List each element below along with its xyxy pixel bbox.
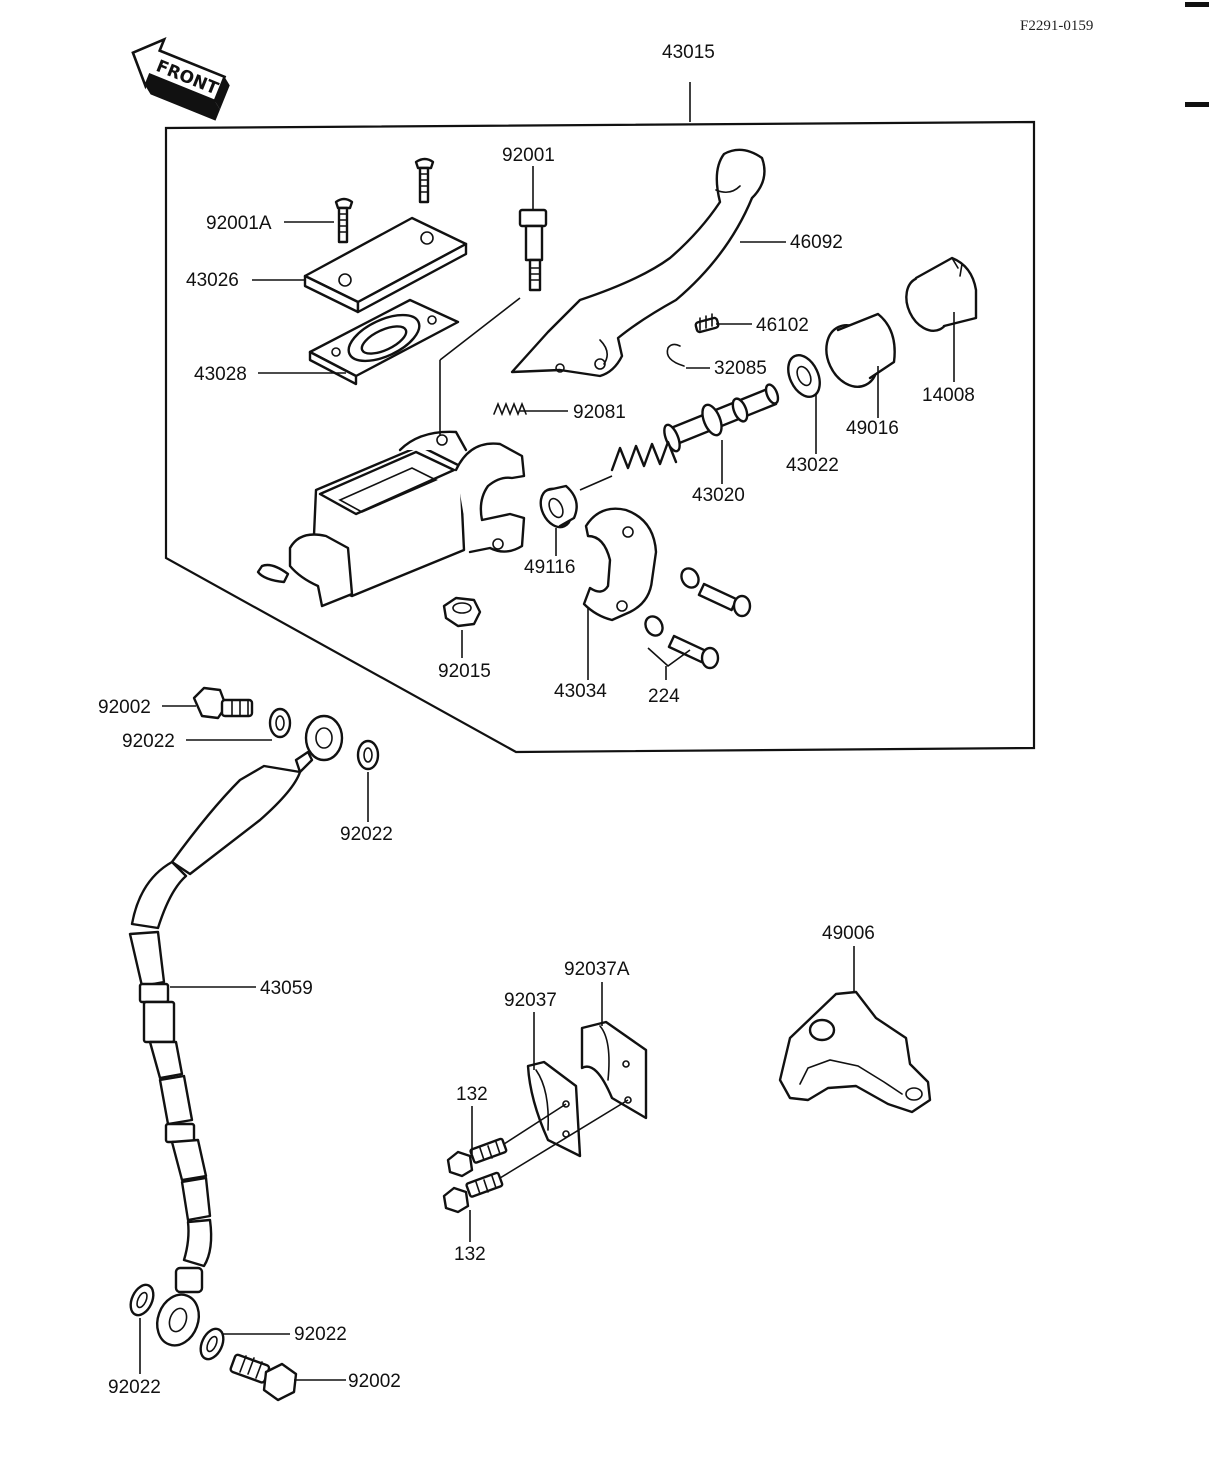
primary-cup — [539, 484, 578, 529]
handlebar-clamp — [582, 507, 658, 622]
return-spring — [493, 401, 527, 417]
banjo-bolt — [229, 1353, 298, 1402]
reservoir-cover — [778, 990, 932, 1114]
label-132: 132 — [454, 1244, 486, 1265]
sealing-washer — [129, 1283, 155, 1317]
label-92001: 92001 — [502, 145, 555, 166]
label-92022: 92022 — [122, 731, 175, 752]
label-43028: 43028 — [194, 364, 247, 385]
label-132: 132 — [456, 1084, 488, 1105]
bracket-bolt — [446, 1103, 567, 1178]
label-49006: 49006 — [822, 923, 875, 944]
front-arrow-icon: FRONT — [131, 37, 230, 121]
label-43034: 43034 — [554, 681, 607, 702]
edge-mark — [1185, 2, 1209, 7]
label-92022: 92022 — [108, 1377, 161, 1398]
label-49116: 49116 — [524, 557, 575, 578]
label-43022: 43022 — [786, 455, 839, 476]
label-32085: 32085 — [714, 358, 767, 379]
clamp-bolt — [644, 567, 752, 670]
label-46092: 46092 — [790, 232, 843, 253]
label-43020: 43020 — [692, 485, 745, 506]
hose-bracket-b — [526, 1060, 582, 1158]
label-43059: 43059 — [260, 978, 313, 999]
sealing-washer — [268, 707, 292, 739]
reservoir-cap — [303, 216, 468, 314]
label-224: 224 — [648, 686, 680, 707]
piston-boot — [825, 312, 896, 388]
label-14008: 14008 — [922, 385, 975, 406]
sealing-washer — [199, 1327, 225, 1361]
retaining-clip — [666, 343, 685, 367]
dust-boot — [905, 256, 978, 332]
brake-lever — [510, 148, 766, 378]
label-92037A: 92037A — [564, 959, 630, 980]
label-43026: 43026 — [186, 270, 239, 291]
washer — [787, 354, 821, 398]
edge-mark — [1185, 102, 1209, 107]
bracket-bolt — [442, 1099, 629, 1214]
pivot-bolt — [518, 208, 548, 292]
label-92037: 92037 — [504, 990, 557, 1011]
piston-assembly — [579, 383, 780, 491]
label-46102: 46102 — [756, 315, 809, 336]
label-92002: 92002 — [98, 697, 151, 718]
diaphragm-plate — [308, 298, 460, 386]
master-cylinder-body — [256, 297, 526, 608]
adjuster-screw — [694, 313, 720, 334]
label-43015: 43015 — [662, 42, 715, 63]
label-92022: 92022 — [340, 824, 393, 845]
cap-screw — [414, 157, 435, 204]
label-92001A: 92001A — [206, 213, 272, 234]
master-cylinder-assembly-outline — [164, 82, 1036, 754]
label-92002: 92002 — [348, 1371, 401, 1392]
leader-lines — [139, 166, 955, 1381]
label-92081: 92081 — [573, 402, 626, 423]
label-92022: 92022 — [294, 1324, 347, 1345]
diagram-code: F2291-0159 — [1020, 18, 1093, 34]
brake-hose — [128, 714, 344, 1347]
cap-screw — [334, 197, 354, 244]
banjo-bolt — [192, 686, 254, 720]
label-92015: 92015 — [438, 661, 491, 682]
sealing-washer — [356, 739, 380, 771]
hose-bracket-a — [580, 1020, 648, 1120]
label-49016: 49016 — [846, 418, 899, 439]
hex-nut — [442, 596, 482, 628]
